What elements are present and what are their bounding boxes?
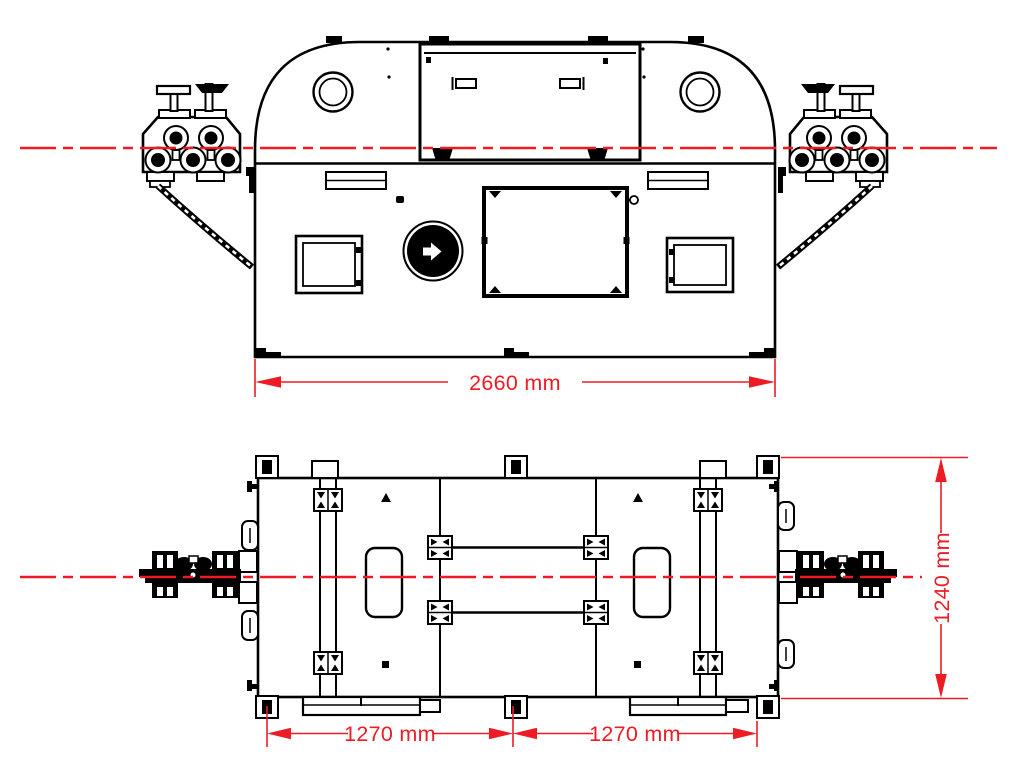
- bottom-support-pads: [301, 695, 749, 717]
- arrowhead-down: [935, 674, 947, 698]
- arrowhead-left: [255, 376, 281, 388]
- vent-left: [325, 171, 387, 190]
- machine-feet-front: [256, 348, 774, 358]
- arrowhead-right: [489, 727, 513, 740]
- hinge-left: [429, 36, 449, 45]
- main-access-panel: [481, 186, 639, 298]
- access-slot-right: [632, 546, 672, 619]
- edge-hook-left: [246, 167, 254, 193]
- roller-guide-head-right: [778, 84, 887, 267]
- side-panel-right: [665, 236, 735, 294]
- hood-handle-right: [559, 77, 585, 90]
- top-plan-view: 1270 mm 1270 mm 1240 mm: [20, 455, 968, 747]
- access-slot-left: [364, 546, 404, 619]
- arrowhead-up: [935, 458, 947, 482]
- direction-arrow-button: [402, 220, 464, 282]
- guide-rails: [452, 546, 584, 614]
- dimension-label-1270-right: 1270 mm: [589, 722, 681, 746]
- hood-handle-left: [451, 77, 477, 90]
- roller-guide-head-left: [143, 84, 252, 267]
- dimension-plan-right: 1270 mm: [513, 721, 758, 747]
- dimension-label-1270-left: 1270 mm: [344, 722, 436, 746]
- arrowhead-right: [749, 376, 775, 388]
- edge-pins: [247, 481, 779, 691]
- porthole-left: [312, 71, 354, 113]
- right-arrow-icon: [423, 242, 442, 261]
- top-bracket-right: [699, 460, 727, 479]
- edge-hook-right: [778, 167, 786, 193]
- dimension-label-2660: 2660 mm: [469, 371, 561, 395]
- porthole-right: [679, 71, 721, 113]
- arrowhead-left: [267, 727, 291, 740]
- hinge-right: [588, 36, 608, 45]
- hood-lifting-tab-left: [326, 36, 342, 43]
- arrowhead-left: [513, 727, 537, 740]
- panel-knob: [629, 195, 639, 205]
- dimension-plan-left: 1270 mm: [266, 706, 514, 747]
- arrowhead-right: [733, 727, 757, 740]
- vent-right: [647, 171, 709, 190]
- side-brackets: [241, 501, 795, 669]
- front-elevation-view: 2660 mm: [20, 36, 997, 397]
- plan-body-outline: [256, 476, 780, 699]
- dimension-plan-depth: 1240 mm: [781, 456, 968, 700]
- dimension-front-width: 2660 mm: [254, 359, 776, 397]
- small-plug: [396, 196, 404, 203]
- plan-markers: [381, 493, 643, 668]
- top-bracket-left: [311, 460, 339, 479]
- top-access-hood-panel: [418, 36, 642, 162]
- hood-lifting-tab-right: [688, 36, 704, 43]
- dimension-label-1240: 1240 mm: [930, 532, 954, 624]
- side-panel-left: [294, 234, 364, 295]
